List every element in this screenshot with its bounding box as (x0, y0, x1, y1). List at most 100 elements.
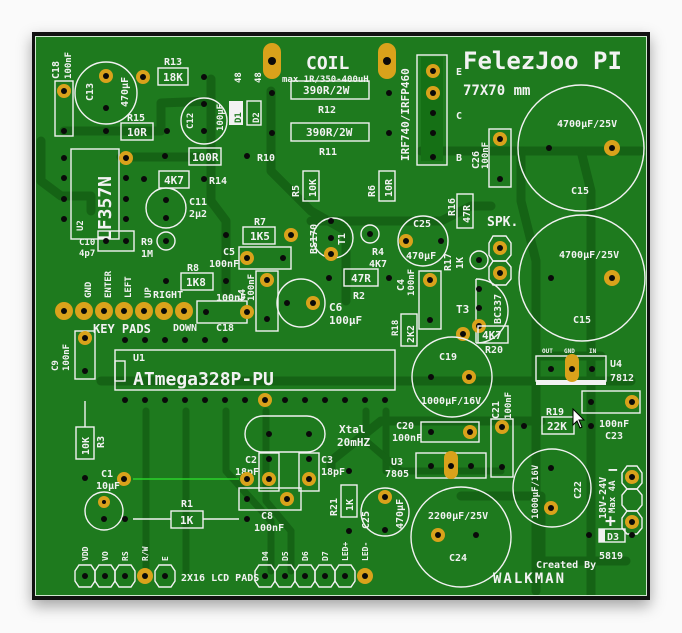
d2-label: 48 (254, 72, 264, 83)
r18-ref: R18 (391, 320, 401, 336)
c4b-value: 100nF (407, 269, 417, 296)
lcd-label-rw: R/W (141, 546, 150, 561)
c5-value: 100nF (209, 259, 239, 270)
r11-ref: R11 (319, 147, 337, 158)
c25b-outline (360, 487, 410, 537)
c10-value: 4p7 (79, 249, 95, 259)
c1-value: 10µF (96, 481, 120, 492)
c8-ref: C8 (261, 511, 273, 522)
r17-value: 1K (455, 257, 466, 269)
r2-value: 47R (351, 272, 371, 285)
lcd-pads (74, 564, 373, 588)
r9-value: 1M (141, 249, 153, 260)
r6-value: 10R (384, 178, 395, 197)
r5-value: 10K (308, 179, 319, 197)
power-input-max: Max 4A (608, 480, 618, 513)
r8-ref: R8 (187, 263, 199, 274)
u4-pin-out: OUT (542, 348, 553, 355)
r1-value: 1K (180, 514, 194, 527)
power-minus: − (608, 460, 618, 479)
c4a-value-2: 100nF (216, 293, 246, 304)
r15-ref: R15 (127, 113, 145, 124)
c6-ref: C6 (329, 301, 343, 314)
r19-ref: R19 (546, 407, 564, 418)
c24-value: 2200µF/25V (428, 511, 488, 522)
lcd-label-d5: D5 (281, 551, 290, 561)
d1-label: 48 (234, 72, 244, 83)
mosfet-pin-c: C (456, 111, 462, 122)
c4a-value: 100nF (247, 274, 257, 301)
r12-value: 390R/2W (303, 84, 350, 97)
c22-value: 1000µF/16V (531, 464, 541, 519)
r9-ref: R9 (141, 237, 153, 248)
r3-ref: R3 (96, 436, 107, 448)
c25a-outline (397, 215, 449, 267)
t3-ref: T3 (456, 303, 469, 316)
r10-value: 100R (192, 151, 219, 164)
c15a-outline (517, 84, 645, 212)
r15-value: 10R (127, 126, 147, 139)
c25a-ref: C25 (413, 219, 431, 230)
c9-value: 100nF (62, 344, 72, 371)
c15a-value: 4700µF/25V (557, 119, 617, 130)
key-pads-title: KEY PADS (93, 322, 151, 336)
c19-value: 1000µF/16V (421, 396, 481, 407)
xtal-outline (244, 415, 326, 453)
c11-ref: C11 (189, 197, 207, 208)
c10-ref: C10 (79, 238, 95, 248)
r14-value: 4K7 (164, 174, 184, 187)
r13-value: 18K (163, 71, 183, 84)
r7-ref: R7 (254, 217, 266, 228)
xtal-ref: Xtal (339, 423, 366, 436)
d1-body (229, 101, 243, 125)
c15b-outline (518, 214, 646, 342)
mosfet-outline (416, 54, 448, 166)
r17-ref: R17 (443, 253, 454, 271)
power-input-voltage: 18V-24V (598, 477, 609, 519)
u1-value: ATmega328P-PU (133, 369, 274, 390)
c3-value: 18pF (321, 467, 345, 478)
xtal-value: 20mHZ (337, 436, 370, 449)
u4-value: 7812 (610, 373, 634, 384)
spk-label: SPK. (487, 215, 518, 230)
coil-label: COIL (306, 53, 350, 74)
c12-value: 100µF (216, 104, 226, 131)
r2-ref: R2 (353, 291, 365, 302)
t3-value: BC337 (493, 294, 504, 324)
mosfet-pin-e: E (456, 67, 462, 78)
lcd-label-d7: D7 (321, 551, 330, 561)
author-logo: WALKMAN (493, 571, 566, 587)
credit-label: Created By (536, 560, 596, 571)
c24-ref: C24 (449, 553, 467, 564)
c22-ref: C22 (573, 481, 584, 499)
r10-ref: R10 (257, 153, 275, 164)
c25a-value: 470µF (406, 251, 436, 262)
r19-value: 22K (547, 420, 567, 433)
c12-outline (180, 97, 228, 145)
r8-value: 1K8 (186, 276, 206, 289)
key-label-enter: ENTER (104, 270, 114, 298)
u4-pin-in: IN (589, 348, 597, 355)
r20-value: 4K7 (482, 329, 502, 342)
r12-ref: R12 (318, 105, 336, 116)
c18-ref: C18 (51, 61, 62, 79)
c18b-ref: C18 (216, 323, 234, 334)
lcd-label-e: E (161, 556, 170, 561)
c4a-ref: C4 (237, 289, 248, 301)
r6-ref: R6 (367, 185, 378, 197)
lcd-label-d4: D4 (261, 551, 270, 561)
c11-value: 2µ2 (189, 209, 207, 220)
key-label-right: RIGHT (153, 290, 183, 301)
c21-ref: C21 (491, 401, 502, 419)
c6-outline (276, 278, 326, 328)
r21-value: 1K (345, 499, 356, 511)
lcd-label-led-minus: LED- (361, 542, 370, 561)
board-title: FelezJoo PI (463, 47, 622, 75)
c4b-ref: C4 (396, 279, 407, 291)
r11-value: 390R/2W (306, 126, 353, 139)
u3-value: 7805 (385, 469, 409, 480)
d1-ref: D1 (234, 112, 244, 123)
c11-outline (145, 187, 187, 229)
c15b-ref: C15 (573, 315, 591, 326)
pcb-board: FelezJoo PI 77X70 mm COIL max 1R/350-400… (35, 36, 647, 596)
